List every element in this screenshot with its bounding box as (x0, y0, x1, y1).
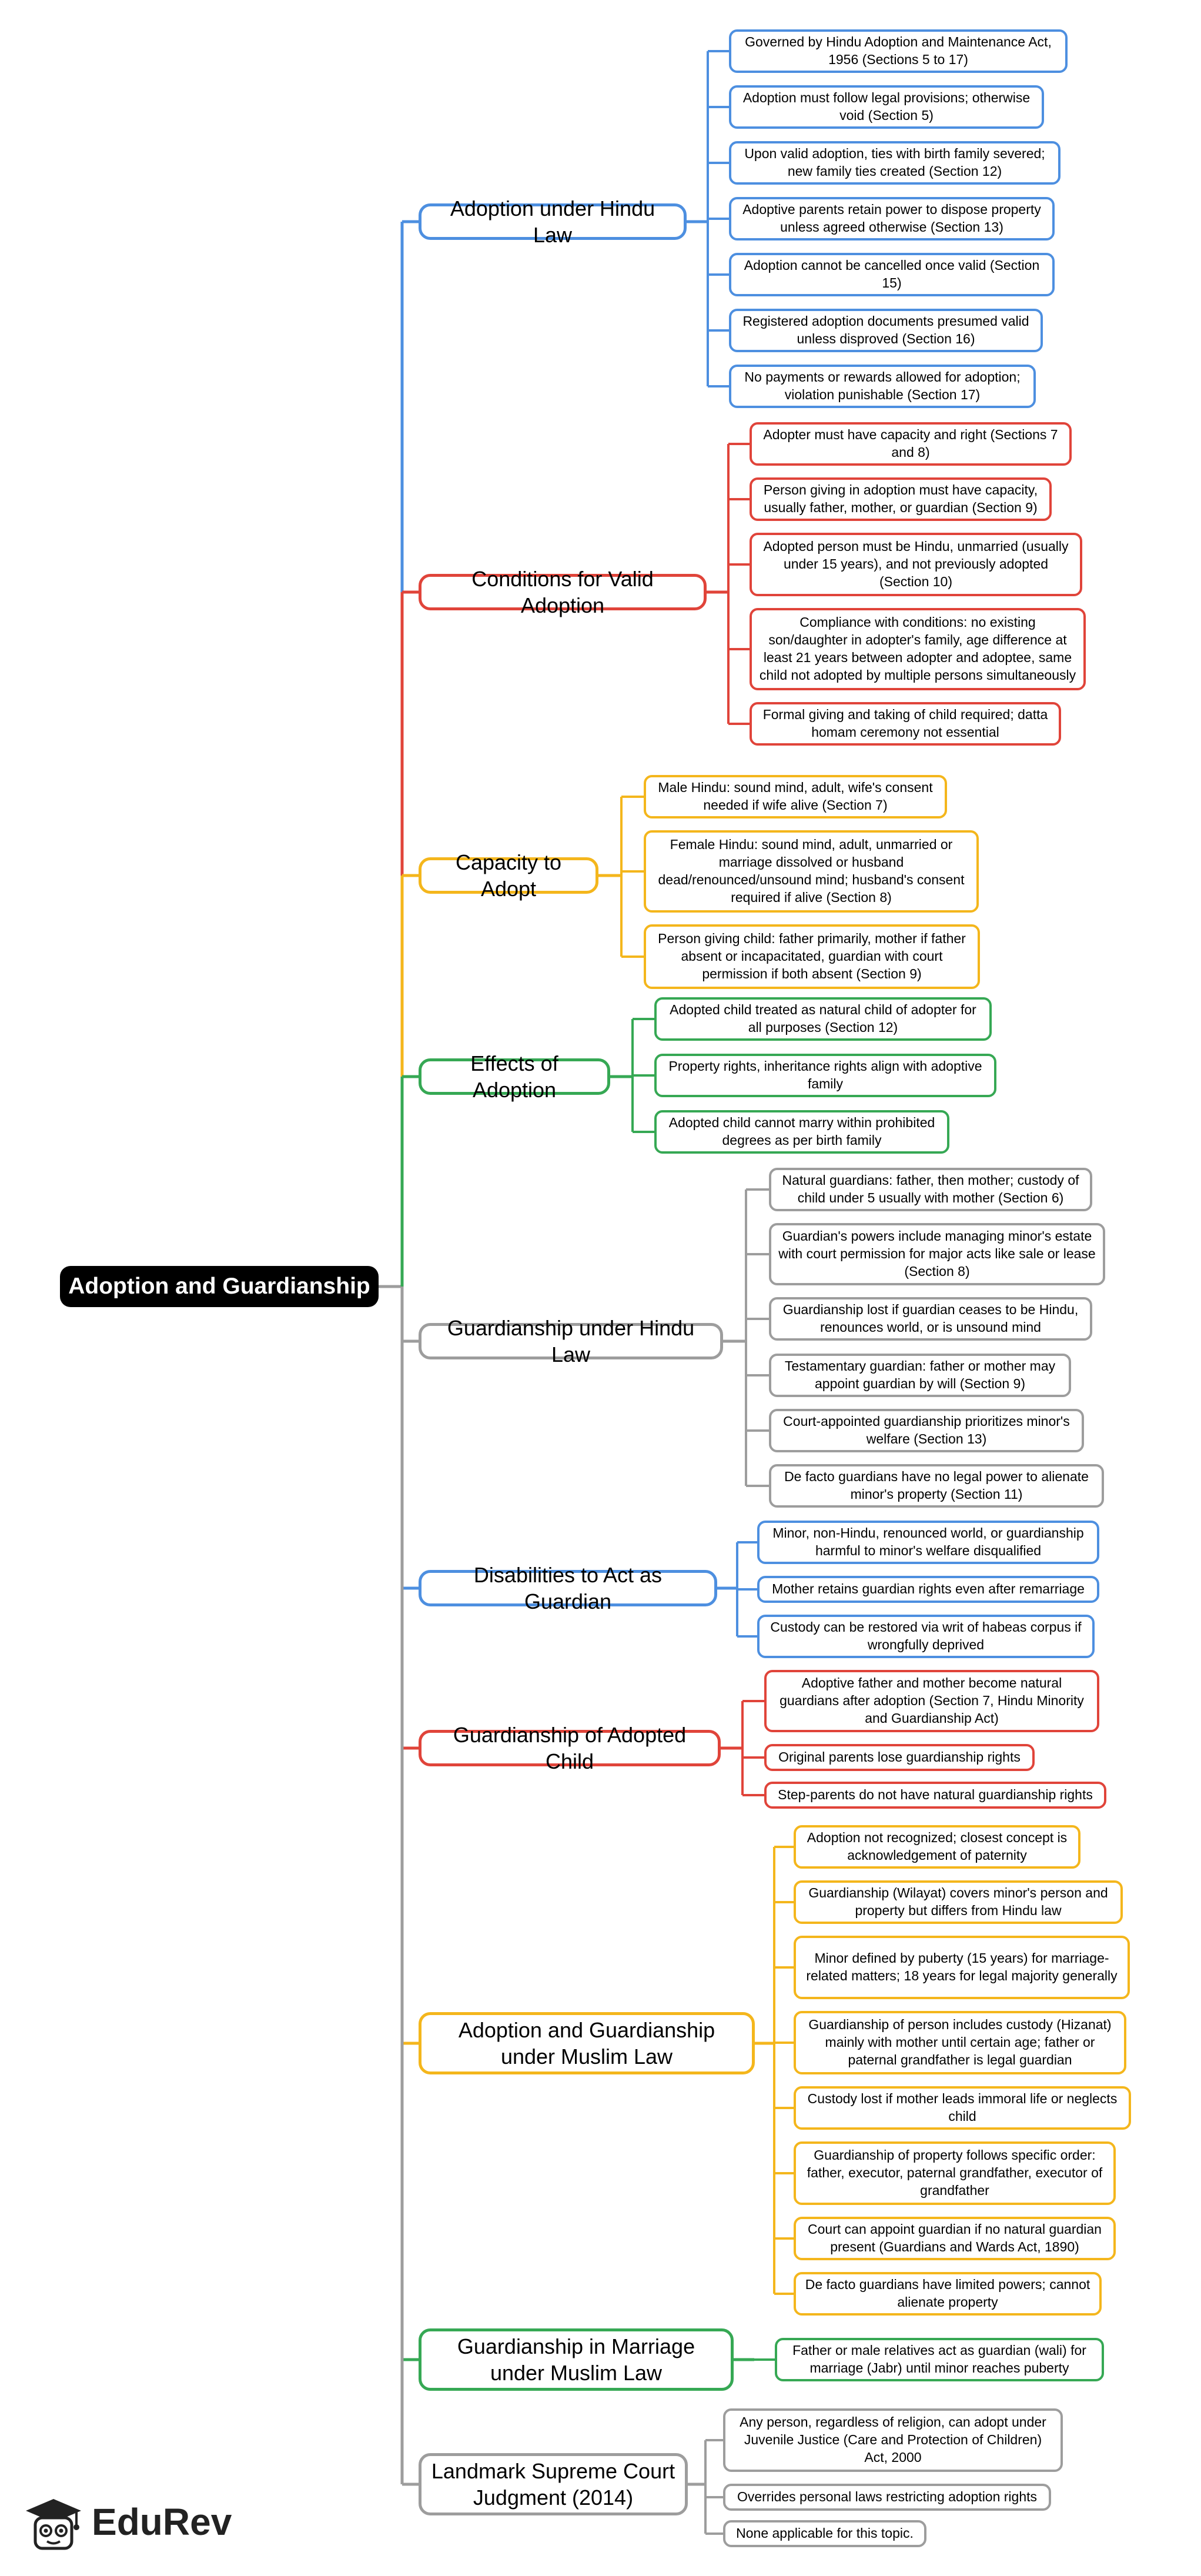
leaf-node: Adopted child treated as natural child o… (654, 997, 992, 1041)
leaf-node: Compliance with conditions: no existing … (750, 608, 1086, 690)
leaf-node: Adopted child cannot marry within prohib… (654, 1110, 949, 1154)
branch-node: Guardianship of Adopted Child (419, 1723, 721, 1773)
leaf-node: Court can appoint guardian if no natural… (794, 2217, 1116, 2260)
root-node: Adoption and Guardianship (60, 1266, 379, 1307)
edurev-logo: EduRev (21, 2491, 233, 2555)
leaf-node: Guardianship (Wilayat) covers minor's pe… (794, 1880, 1123, 1924)
branch-node: Guardianship in Marriage under Muslim La… (419, 2328, 734, 2391)
leaf-node: Overrides personal laws restricting adop… (723, 2484, 1051, 2511)
leaf-node: Property rights, inheritance rights alig… (654, 1054, 996, 1097)
branch-node: Disabilities to Act as Guardian (419, 1563, 717, 1613)
branch-node: Capacity to Adopt (419, 850, 598, 901)
leaf-node: De facto guardians have no legal power t… (769, 1464, 1104, 1508)
branch-node: Effects of Adoption (419, 1051, 610, 1102)
leaf-node: De facto guardians have limited powers; … (794, 2272, 1102, 2316)
leaf-node: Father or male relatives act as guardian… (775, 2338, 1104, 2381)
leaf-node: Court-appointed guardianship prioritizes… (769, 1409, 1084, 1452)
leaf-node: Person giving child: father primarily, m… (644, 924, 980, 989)
leaf-node: Adopted person must be Hindu, unmarried … (750, 533, 1082, 596)
branch-node: Guardianship under Hindu Law (419, 1316, 723, 1366)
leaf-node: Any person, regardless of religion, can … (723, 2408, 1063, 2472)
leaf-node: Adopter must have capacity and right (Se… (750, 422, 1072, 466)
leaf-node: Upon valid adoption, ties with birth fam… (729, 141, 1061, 185)
leaf-node: Minor, non-Hindu, renounced world, or gu… (757, 1521, 1099, 1564)
leaf-node: Registered adoption documents presumed v… (729, 309, 1043, 352)
leaf-node: Natural guardians: father, then mother; … (769, 1168, 1092, 1211)
leaf-node: None applicable for this topic. (723, 2520, 926, 2547)
leaf-node: Person giving in adoption must have capa… (750, 477, 1052, 521)
leaf-node: Adoption cannot be cancelled once valid … (729, 253, 1055, 296)
leaf-node: Step-parents do not have natural guardia… (764, 1782, 1106, 1809)
leaf-node: Original parents lose guardianship right… (764, 1744, 1035, 1771)
leaf-node: Custody lost if mother leads immoral lif… (794, 2086, 1131, 2130)
branch-node: Adoption under Hindu Law (419, 196, 687, 247)
leaf-node: Guardianship lost if guardian ceases to … (769, 1297, 1092, 1341)
logo-text: EduRev (92, 2501, 232, 2543)
leaf-node: Guardian's powers include managing minor… (769, 1223, 1105, 1285)
leaf-node: Minor defined by puberty (15 years) for … (794, 1936, 1130, 1999)
graduation-cap-mascot-icon (26, 2499, 81, 2550)
leaf-node: Adoptive parents retain power to dispose… (729, 197, 1055, 240)
leaf-node: No payments or rewards allowed for adopt… (729, 365, 1036, 408)
leaf-node: Male Hindu: sound mind, adult, wife's co… (644, 775, 947, 818)
leaf-node: Custody can be restored via writ of habe… (757, 1615, 1095, 1658)
leaf-node: Governed by Hindu Adoption and Maintenan… (729, 29, 1068, 73)
branch-node: Landmark Supreme Court Judgment (2014) (419, 2453, 688, 2515)
leaf-node: Female Hindu: sound mind, adult, unmarri… (644, 830, 979, 913)
leaf-node: Guardianship of person includes custody … (794, 2011, 1126, 2074)
leaf-node: Guardianship of property follows specifi… (794, 2141, 1116, 2205)
leaf-node: Testamentary guardian: father or mother … (769, 1354, 1071, 1397)
branch-node: Adoption and Guardianship under Muslim L… (419, 2012, 755, 2074)
branch-node: Conditions for Valid Adoption (419, 567, 707, 617)
leaf-node: Adoption not recognized; closest concept… (794, 1825, 1080, 1869)
leaf-node: Adoptive father and mother become natura… (764, 1670, 1099, 1732)
leaf-node: Mother retains guardian rights even afte… (757, 1576, 1099, 1603)
leaf-node: Adoption must follow legal provisions; o… (729, 85, 1044, 129)
leaf-node: Formal giving and taking of child requir… (750, 702, 1061, 746)
